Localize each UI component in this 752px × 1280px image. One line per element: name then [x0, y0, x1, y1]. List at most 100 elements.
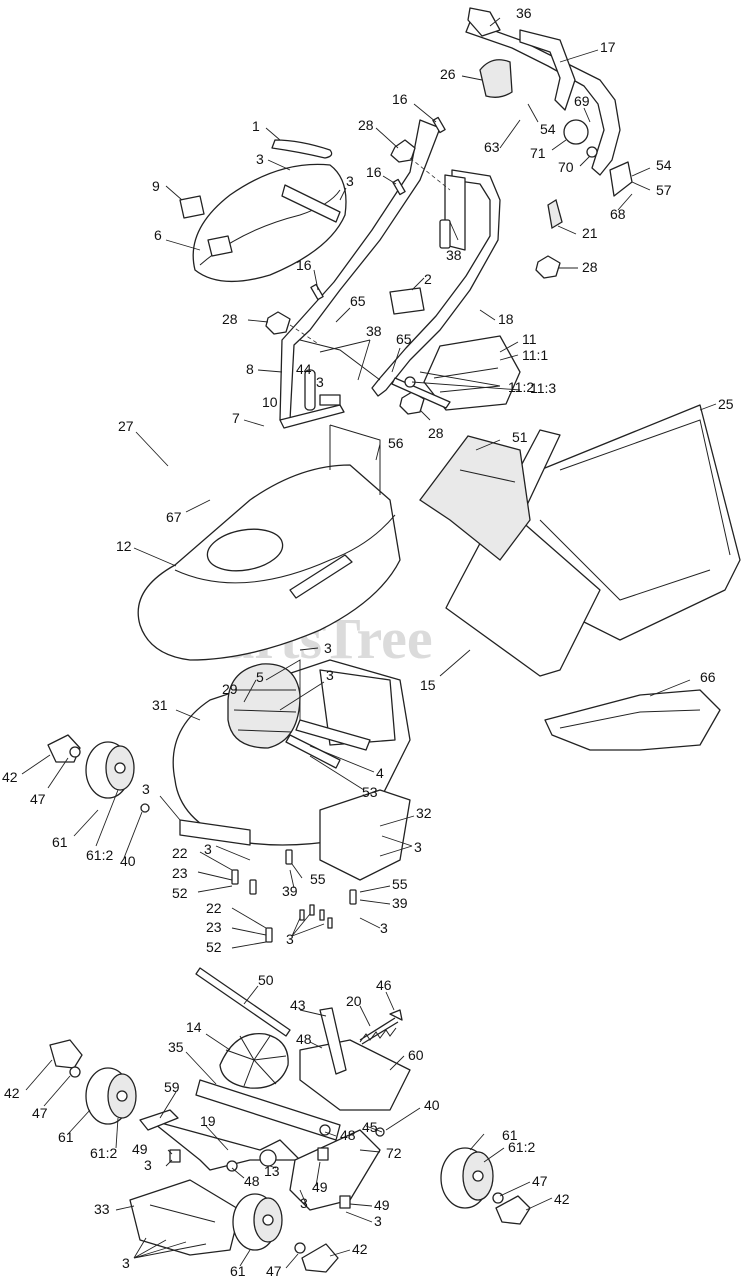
blade-35 [195, 1079, 341, 1141]
callout: 7 [232, 410, 240, 426]
top-cover-12 [137, 424, 401, 661]
callout: 17 [600, 39, 616, 55]
callout: 61:2 [86, 847, 113, 863]
clip-49c [339, 1195, 351, 1209]
callout: 52 [172, 885, 188, 901]
hubcap-42b [49, 1039, 83, 1069]
callout: 27 [118, 418, 134, 434]
callout: 13 [264, 1163, 280, 1179]
hubcap-42c [495, 1195, 531, 1225]
lower-assembly [129, 967, 411, 1256]
callout: 3 [286, 931, 294, 947]
bolt-16c [310, 283, 324, 301]
knob-28-top [390, 139, 416, 163]
knob-28-left [265, 311, 291, 335]
switch-box [479, 59, 513, 98]
callout: 48 [244, 1173, 260, 1189]
rear-cover-6 [192, 163, 347, 283]
callout: 47 [266, 1263, 282, 1279]
callout: 49 [374, 1197, 390, 1213]
cable-4 [295, 719, 371, 751]
callout: 61 [58, 1129, 74, 1145]
callout: 38 [366, 323, 382, 339]
callout: 28 [582, 259, 598, 275]
callout: 11:2 [508, 379, 534, 395]
motor-bracket [319, 669, 396, 746]
callout: 49 [312, 1179, 328, 1195]
washer-47d [294, 1242, 306, 1254]
callout: 39 [392, 895, 408, 911]
callout: 25 [718, 396, 734, 412]
callout: 51 [512, 429, 528, 445]
callout: 59 [164, 1079, 180, 1095]
callout: 49 [132, 1141, 148, 1157]
callout: 66 [700, 669, 716, 685]
callout: 31 [152, 697, 168, 713]
callout: 3 [144, 1157, 152, 1173]
callout: 15 [420, 677, 436, 693]
hubcap-42d [301, 1243, 339, 1273]
callout: 3 [380, 920, 388, 936]
callout: 43 [290, 997, 306, 1013]
lower-handle [371, 169, 501, 397]
callout: 32 [416, 805, 432, 821]
callout: 5 [256, 669, 264, 685]
bolt-39a [285, 849, 293, 865]
callout: 14 [186, 1019, 202, 1035]
washer-47b [69, 1066, 81, 1078]
callout: 23 [172, 865, 188, 881]
label-2 [389, 287, 425, 315]
callout: 33 [94, 1201, 110, 1217]
callout: 3 [346, 173, 354, 189]
grass-flap-11 [391, 335, 521, 411]
knob-28-right [535, 255, 561, 279]
washer-47a [69, 746, 81, 758]
callout: 11:3 [530, 380, 556, 396]
screw-22b [265, 927, 273, 943]
leader-lines [21, 17, 717, 1269]
callout: 42 [554, 1191, 570, 1207]
cable-clip-71 [563, 119, 589, 145]
callout: 38 [446, 247, 462, 263]
callout: 42 [2, 769, 18, 785]
callout: 52 [206, 939, 222, 955]
hook-46 [389, 1009, 403, 1021]
callout: 36 [516, 5, 532, 21]
callout: 47 [32, 1105, 48, 1121]
deck-motor [172, 659, 411, 881]
callout: 47 [30, 791, 46, 807]
callout: 3 [300, 1195, 308, 1211]
callout: 19 [200, 1113, 216, 1129]
screw-22a [231, 869, 239, 885]
callout: 61 [502, 1127, 518, 1143]
callout: 61:2 [508, 1139, 535, 1155]
callout: 9 [152, 178, 160, 194]
cable-tie-7 [279, 404, 345, 429]
grass-catcher [419, 404, 741, 751]
callout: 45 [362, 1119, 378, 1135]
callout: 8 [246, 361, 254, 377]
front-bracket-33 [129, 1179, 241, 1256]
axle-50 [195, 967, 291, 1037]
callout: 28 [428, 425, 444, 441]
callout: 28 [222, 311, 238, 327]
bag-top-51 [419, 435, 531, 561]
wheel-group-upper [47, 734, 150, 813]
callout: 16 [296, 257, 312, 273]
callout: 3 [324, 640, 332, 656]
callout: 54 [540, 121, 556, 137]
callout: 61 [230, 1263, 246, 1279]
callout: 2 [424, 271, 432, 287]
callout: 65 [396, 331, 412, 347]
callout: 3 [142, 781, 150, 797]
wheel-group-lower [49, 1039, 531, 1273]
callout: 44 [296, 361, 312, 377]
handle-assembly [265, 7, 633, 429]
callout: 11 [522, 331, 537, 347]
callout: 16 [392, 91, 408, 107]
cable-clip-21 [547, 198, 563, 230]
callout: 18 [498, 311, 514, 327]
callout: 72 [386, 1145, 402, 1161]
bolt-39b [349, 889, 357, 905]
callout: 22 [172, 845, 188, 861]
